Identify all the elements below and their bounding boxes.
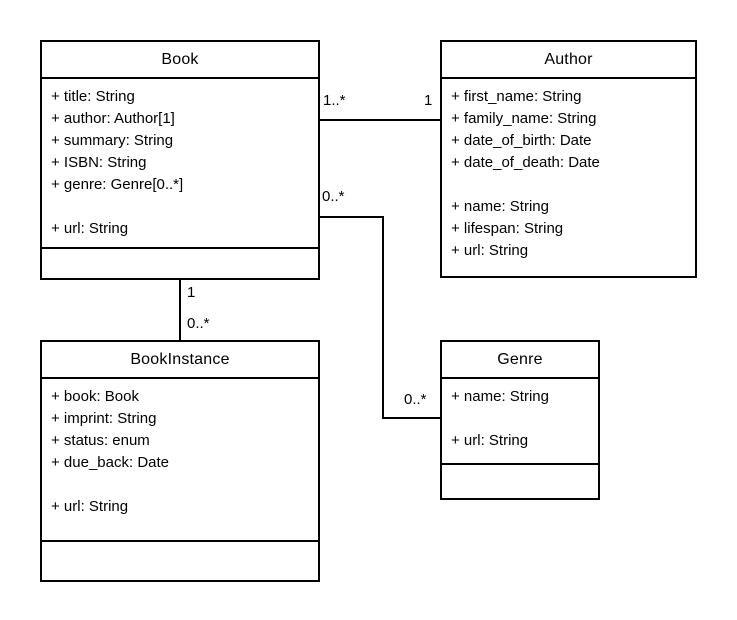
class-title-author: Author <box>442 42 695 79</box>
class-title-genre: Genre <box>442 342 598 379</box>
association-book-genre-line-segment-1 <box>320 216 384 218</box>
multiplicity-book-bookinstance-at-bookinstance: 0..* <box>187 315 210 332</box>
attribute-genre-name: + name: String <box>451 388 549 405</box>
attribute-author-family-name: + family_name: String <box>451 110 597 127</box>
attribute-spacer <box>51 474 310 496</box>
attribute-author-date-of-birth: + date_of_birth: Date <box>451 132 592 149</box>
multiplicity-book-author-at-author: 1 <box>424 92 433 109</box>
class-box-bookinstance: BookInstance + book: Book + imprint: Str… <box>40 340 320 582</box>
attribute-genre-url: + url: String <box>451 432 529 449</box>
class-attributes-genre: + name: String + url: String <box>442 379 598 465</box>
attribute-bookinstance-url: + url: String <box>51 498 129 515</box>
association-book-genre-line-segment-2 <box>382 216 384 419</box>
attribute-book-summary: + summary: String <box>51 132 174 149</box>
attribute-spacer <box>51 196 310 218</box>
attribute-book-title: + title: String <box>51 88 135 105</box>
attribute-book-genre: + genre: Genre[0..*] <box>51 176 184 193</box>
class-methods-bookinstance-empty <box>42 542 318 580</box>
attribute-author-date-of-death: + date_of_death: Date <box>451 154 600 171</box>
association-book-bookinstance-line <box>179 280 181 340</box>
attribute-spacer <box>451 408 590 430</box>
association-book-genre-line-segment-3 <box>382 417 440 419</box>
attribute-book-url: + url: String <box>51 220 129 237</box>
class-box-author: Author + first_name: String + family_nam… <box>440 40 697 278</box>
class-box-genre: Genre + name: String + url: String <box>440 340 600 500</box>
attribute-author-first-name: + first_name: String <box>451 88 582 105</box>
class-attributes-bookinstance: + book: Book + imprint: String + status:… <box>42 379 318 542</box>
attribute-author-url: + url: String <box>451 242 529 259</box>
class-attributes-book: + title: String + author: Author[1] + su… <box>42 79 318 249</box>
class-methods-book-empty <box>42 249 318 278</box>
attribute-book-isbn: + ISBN: String <box>51 154 147 171</box>
association-book-author-line <box>320 119 440 121</box>
class-title-bookinstance: BookInstance <box>42 342 318 379</box>
attribute-author-name: + name: String <box>451 198 549 215</box>
multiplicity-book-bookinstance-at-book: 1 <box>187 284 196 301</box>
attribute-bookinstance-book: + book: Book <box>51 388 139 405</box>
multiplicity-book-genre-at-book: 0..* <box>322 188 345 205</box>
class-box-book: Book + title: String + author: Author[1]… <box>40 40 320 280</box>
multiplicity-book-genre-at-genre: 0..* <box>404 391 427 408</box>
attribute-book-author: + author: Author[1] <box>51 110 175 127</box>
class-attributes-author: + first_name: String + family_name: Stri… <box>442 79 695 276</box>
class-methods-genre-empty <box>442 465 598 498</box>
attribute-author-lifespan: + lifespan: String <box>451 220 564 237</box>
attribute-bookinstance-due-back: + due_back: Date <box>51 454 170 471</box>
attribute-spacer <box>451 174 687 196</box>
multiplicity-book-author-at-book: 1..* <box>323 92 346 109</box>
attribute-bookinstance-status: + status: enum <box>51 432 150 449</box>
class-title-book: Book <box>42 42 318 79</box>
attribute-bookinstance-imprint: + imprint: String <box>51 410 157 427</box>
